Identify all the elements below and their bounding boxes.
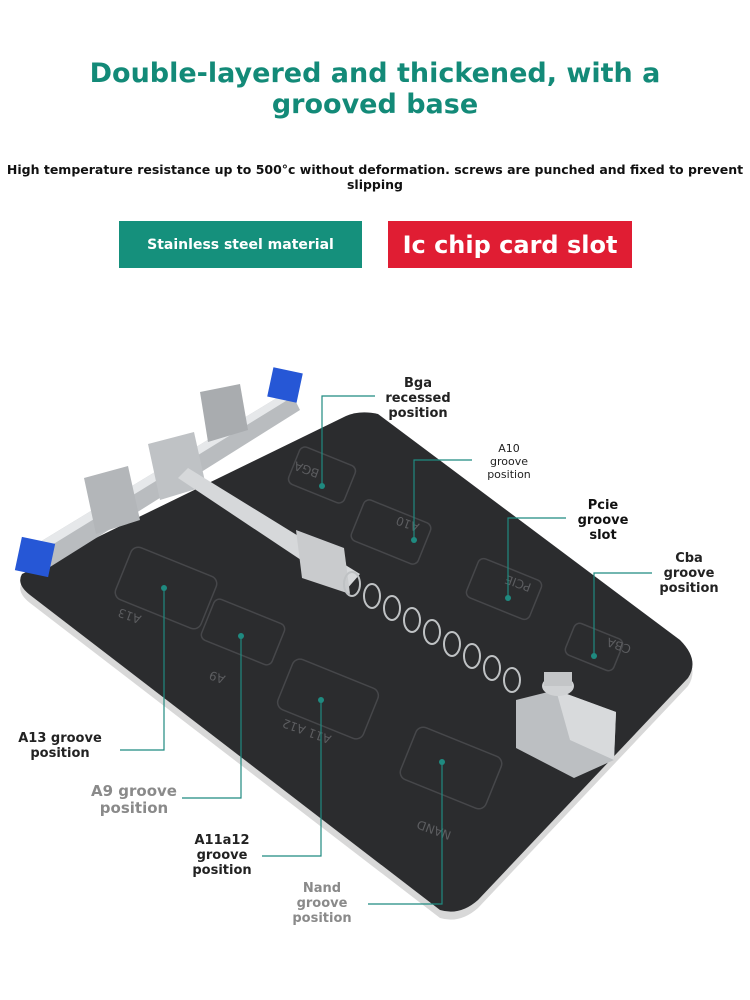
- callout-dots: [161, 483, 597, 765]
- callout-lines: [120, 395, 652, 905]
- callout-pcie-line2: groove: [577, 513, 629, 528]
- plate-grooves: [114, 446, 624, 810]
- callout-a11a12: A11a12 groove position: [182, 833, 262, 878]
- rail-end-cap-right: [267, 367, 303, 403]
- callout-cba-line1: Cba: [675, 551, 703, 566]
- callout-a13: A13 groove position: [10, 731, 110, 761]
- callout-a11a12-line1: A11a12: [194, 833, 250, 848]
- callout-a10-line2: groove: [489, 455, 528, 468]
- slot-badge: Ic chip card slot: [388, 221, 632, 268]
- callout-bga-line2: recessed: [385, 391, 451, 406]
- callout-nand-line3: position: [292, 911, 352, 926]
- slider-bar: [178, 468, 616, 778]
- callout-a10: A10 groove position: [474, 442, 544, 481]
- engraving-a9: A9: [207, 668, 227, 687]
- callout-a13-line2: position: [30, 746, 90, 761]
- page-subtitle: High temperature resistance up to 500°c …: [6, 162, 744, 192]
- slot-badge-label: Ic chip card slot: [402, 230, 618, 259]
- callout-a11a12-line2: groove: [196, 848, 248, 863]
- callout-pcie-line1: Pcie: [587, 498, 619, 513]
- callout-a10-line1: A10: [498, 442, 520, 455]
- plate: [20, 412, 693, 912]
- clamp-rail: [14, 367, 303, 578]
- callout-bga: Bga recessed position: [378, 376, 458, 421]
- callout-nand-line1: Nand: [302, 881, 342, 896]
- callout-bga-line1: Bga: [404, 376, 432, 391]
- callout-bga-line3: position: [388, 406, 448, 421]
- material-badge-label: Stainless steel material: [147, 236, 334, 253]
- callout-nand: Nand groove position: [284, 881, 360, 926]
- callout-a9-line1: A9 groove: [91, 782, 177, 800]
- callout-cba-line2: groove: [663, 566, 715, 581]
- callout-pcie-line3: slot: [589, 528, 617, 543]
- callout-cba-line3: position: [659, 581, 719, 596]
- callout-a9-line2: position: [99, 799, 169, 817]
- callout-pcie: Pcie groove slot: [566, 498, 640, 543]
- callout-nand-line2: groove: [296, 896, 348, 911]
- callout-a10-line3: position: [487, 468, 531, 481]
- callout-a13-line1: A13 groove: [18, 731, 102, 746]
- callout-cba: Cba groove position: [652, 551, 726, 596]
- rail-end-cap-left: [14, 536, 56, 578]
- page-title: Double-layered and thickened, with a gro…: [89, 58, 661, 120]
- material-badge: Stainless steel material: [119, 221, 362, 268]
- callout-a11a12-line3: position: [192, 863, 252, 878]
- callout-a9: A9 groove position: [84, 783, 184, 817]
